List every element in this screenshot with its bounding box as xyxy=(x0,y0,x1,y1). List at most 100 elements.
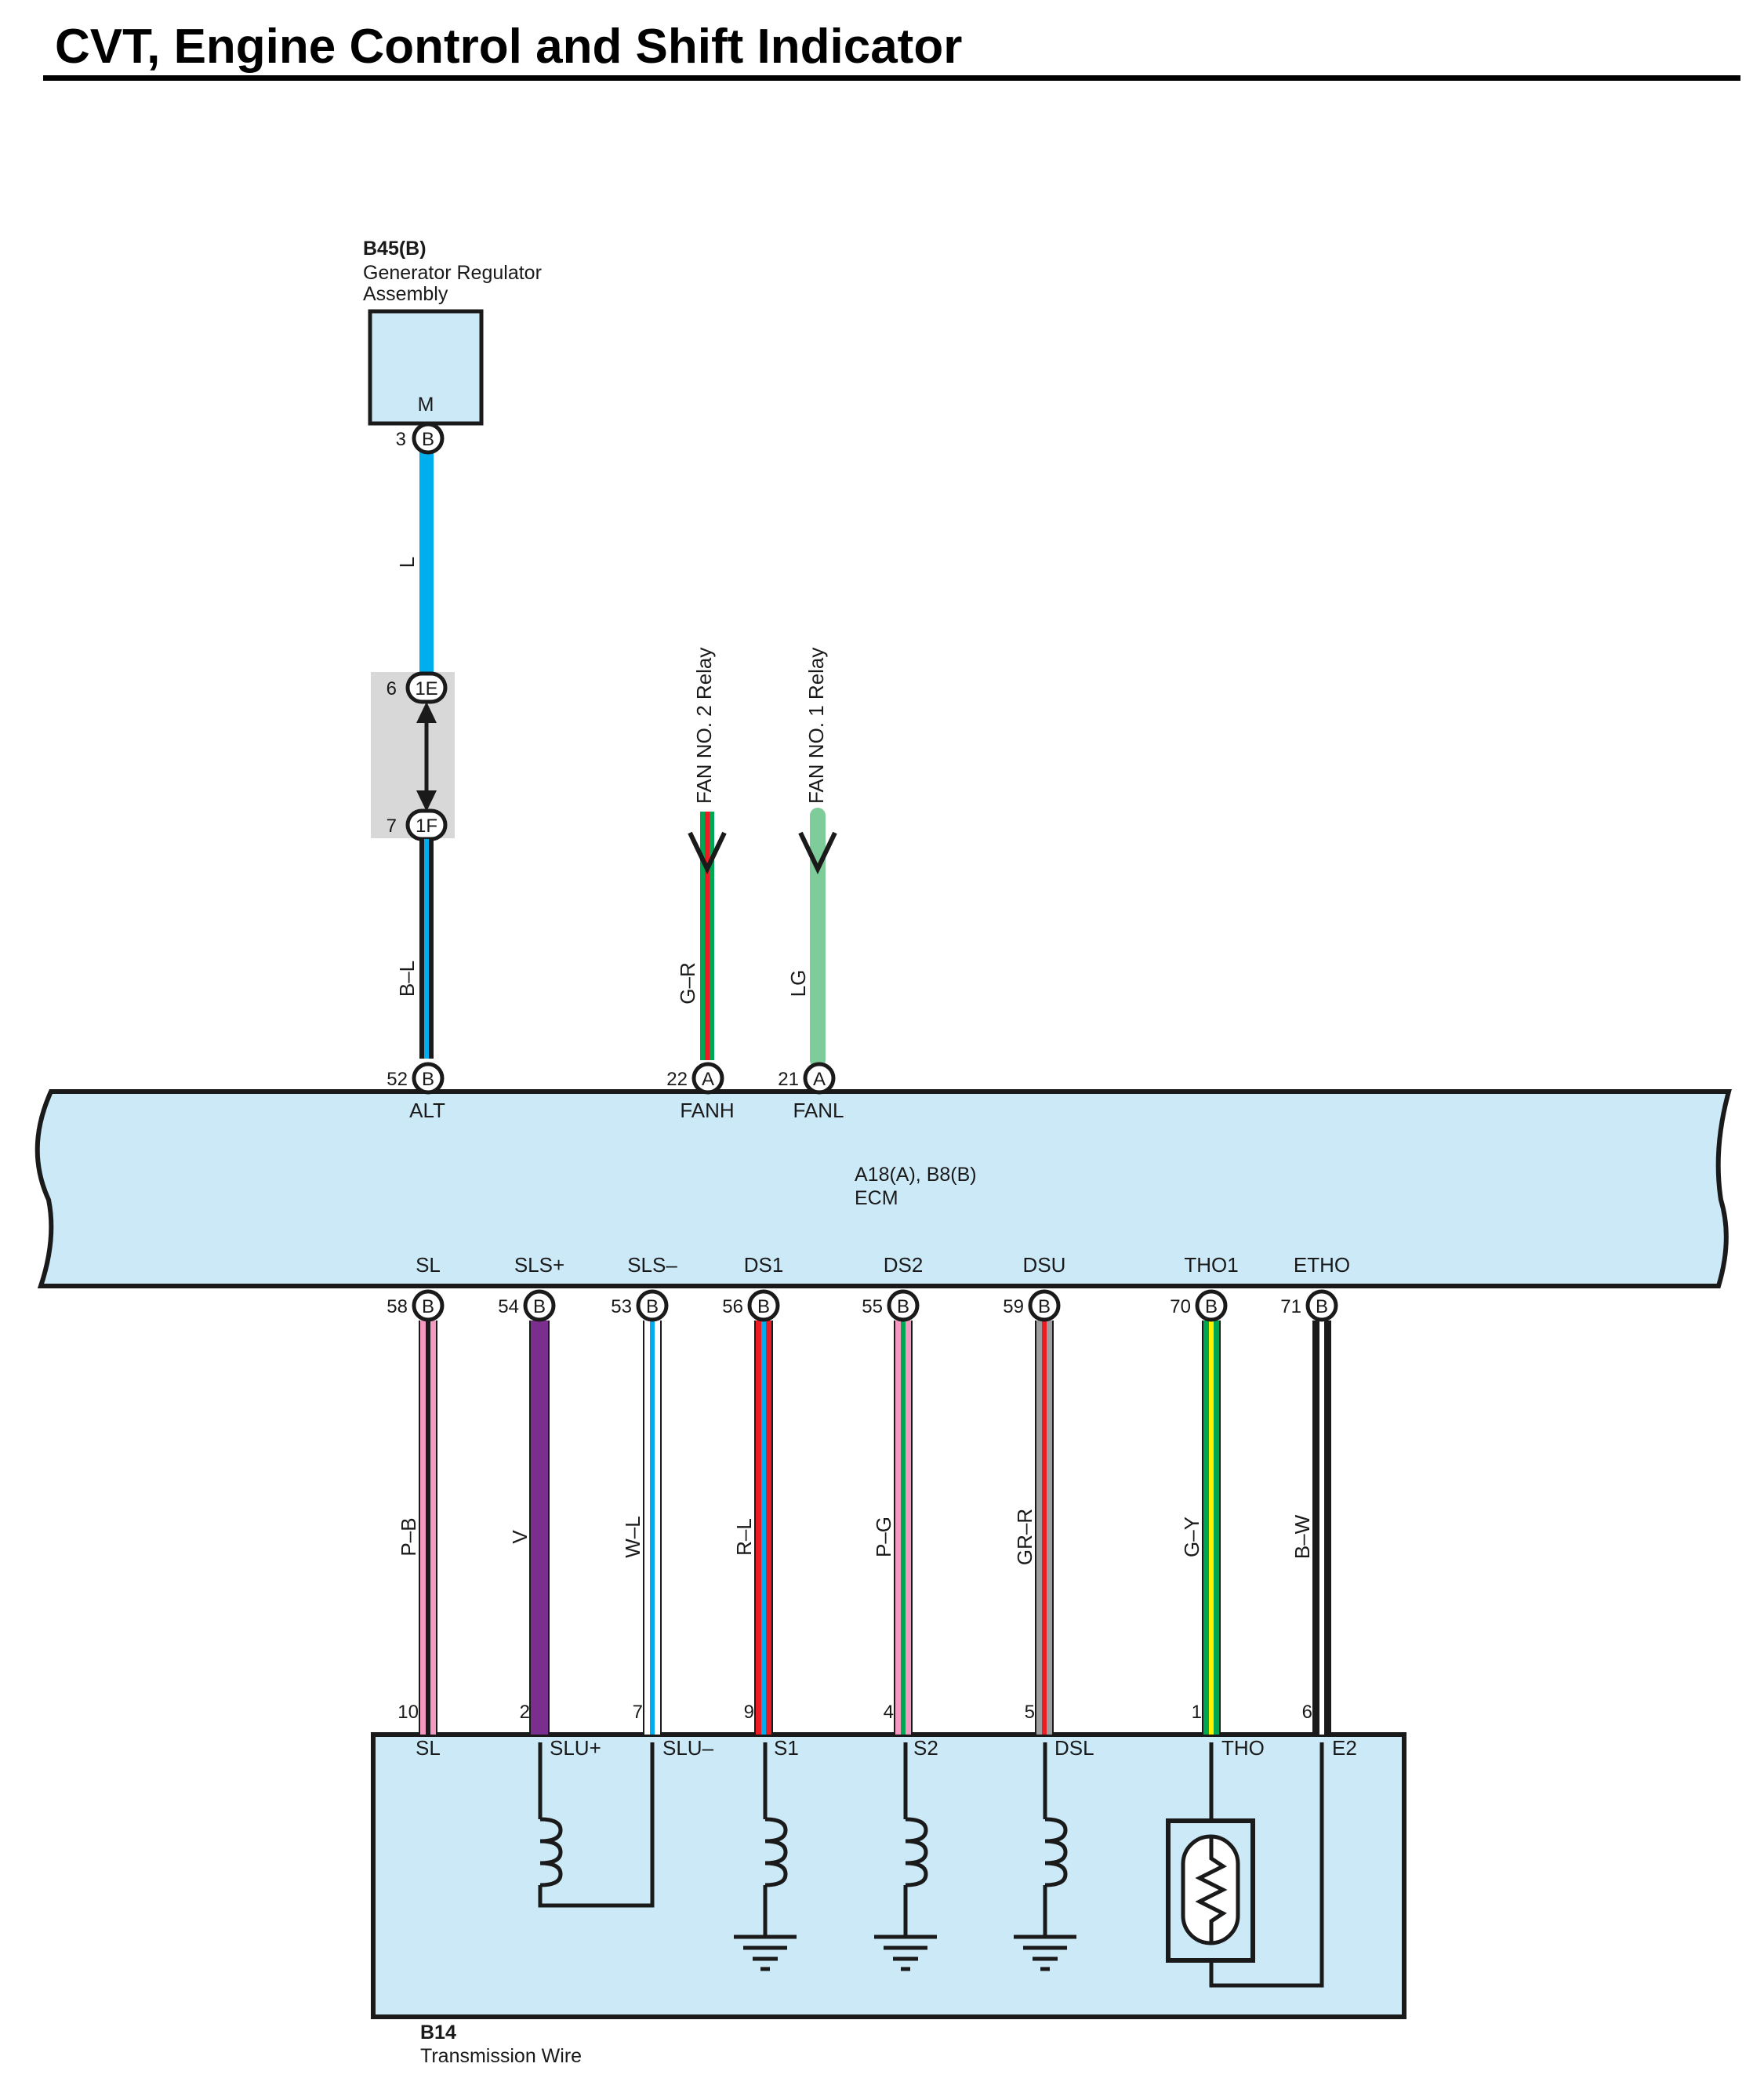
ecm-terminal: ETHO xyxy=(1294,1253,1350,1277)
ecm-pin xyxy=(747,1289,780,1322)
ecm-pin-alt: B 52 xyxy=(387,1062,445,1095)
transmission-pin-number: 6 xyxy=(1302,1702,1312,1723)
ecm-terminal: DS1 xyxy=(744,1253,784,1277)
ecm-terminal: THO1 xyxy=(1184,1253,1238,1277)
transmission-pin-number: 7 xyxy=(633,1702,643,1723)
pin-number: 59 xyxy=(1003,1296,1024,1317)
dsl-solenoid xyxy=(1014,1742,1076,1971)
transmission-terminal: SL xyxy=(416,1736,441,1760)
pin-number: 56 xyxy=(722,1296,743,1317)
pin-connector-letter: A xyxy=(702,1069,714,1090)
transmission-pin-number: 4 xyxy=(884,1702,894,1723)
ecm-pin xyxy=(523,1289,556,1322)
junction-arrow-down-icon xyxy=(416,790,437,812)
transmission-wire: B14 Transmission Wire xyxy=(371,1732,1406,2067)
ecm-terminal: DSU xyxy=(1023,1253,1066,1277)
coil-icon xyxy=(1044,1817,1068,1887)
s1-solenoid xyxy=(734,1742,797,1971)
pin-number: 52 xyxy=(387,1069,408,1090)
pin-connector-letter: B xyxy=(422,1069,434,1090)
ecm-terminal: SL xyxy=(416,1253,441,1277)
pin-connector-letter: B xyxy=(897,1296,909,1317)
pin-connector-letter: B xyxy=(646,1296,659,1317)
pin-connector-letter: B xyxy=(1038,1296,1051,1317)
title-rule xyxy=(43,75,1740,81)
transmission-pin-number: 1 xyxy=(1192,1702,1202,1723)
s2-solenoid xyxy=(874,1742,937,1971)
transmission-pin-number: 9 xyxy=(744,1702,754,1723)
wire-label-lg: LG xyxy=(786,970,810,997)
transmission-name: Transmission Wire xyxy=(420,2045,582,2067)
transmission-terminal: THO xyxy=(1221,1736,1265,1760)
page-title: CVT, Engine Control and Shift Indicator xyxy=(55,20,963,74)
ecm-bar xyxy=(34,1089,1732,1288)
pin-connector-letter: B xyxy=(757,1296,770,1317)
ecm-terminal: DS2 xyxy=(884,1253,924,1277)
relay-arrow-icon xyxy=(798,831,837,874)
junction-connector: 1E 6 1F 7 xyxy=(371,671,455,841)
wire-b-l: B–L xyxy=(395,839,434,1059)
ground-icon xyxy=(874,1935,937,1971)
ground-icon xyxy=(1014,1935,1076,1971)
ecm-terminal-fanh: FANH xyxy=(680,1099,734,1122)
coil-icon xyxy=(539,1817,563,1887)
wire-label: W–L xyxy=(621,1516,644,1557)
resistor-icon xyxy=(1195,1836,1228,1943)
ecm-terminal: SLS– xyxy=(627,1253,677,1277)
pin-number: 58 xyxy=(387,1296,408,1317)
wire-label: P–B xyxy=(397,1517,420,1556)
ecm-pin xyxy=(1305,1289,1338,1322)
ecm: A18(A), B8(B) ECM ALT FANH FANL xyxy=(34,1089,1732,1288)
wire-label: G–Y xyxy=(1180,1517,1203,1557)
pin-number: 54 xyxy=(498,1296,519,1317)
relay-name: FAN NO. 2 Relay xyxy=(692,648,716,804)
junction-bottom-connector: 1F xyxy=(416,816,437,837)
generator-name-line2: Assembly xyxy=(363,283,448,305)
slu-solenoid xyxy=(538,1742,655,1908)
junction-top-pin-number: 6 xyxy=(387,678,397,699)
generator-pin: B 3 xyxy=(396,422,445,455)
relay-arrow-icon xyxy=(688,831,727,874)
transmission-terminal: SLU– xyxy=(662,1736,714,1760)
transmission-pin-number: 5 xyxy=(1025,1702,1035,1723)
pin-connector-letter: B xyxy=(533,1296,546,1317)
junction-top-connector: 1E xyxy=(415,678,437,699)
transmission-terminal: E2 xyxy=(1332,1736,1357,1760)
pin-number: 3 xyxy=(396,429,406,450)
ecm-terminal-alt: ALT xyxy=(409,1099,445,1122)
pin-connector-letter: B xyxy=(1316,1296,1328,1317)
ecm-connector-ids: A18(A), B8(B) xyxy=(855,1164,977,1186)
ecm-terminal-fanl: FANL xyxy=(793,1099,844,1122)
transmission-pin-number: 2 xyxy=(520,1702,530,1723)
transmission-pin-number: 10 xyxy=(397,1702,419,1723)
generator-regulator: B45(B) Generator Regulator Assembly M xyxy=(363,238,542,426)
ecm-pin xyxy=(636,1289,669,1322)
ecm-pin xyxy=(887,1289,920,1322)
ecm-top-pins: B 52 A 22 A 21 xyxy=(387,1062,836,1095)
pin-number: 21 xyxy=(778,1069,799,1090)
ecm-pin-fanh: A 22 xyxy=(666,1062,724,1095)
transmission-connector-id: B14 xyxy=(420,2022,456,2043)
pin-connector-letter: B xyxy=(1205,1296,1218,1317)
wire-label: GR–R xyxy=(1013,1509,1036,1565)
junction-top-pin xyxy=(405,671,448,704)
pin-connector-letter: A xyxy=(813,1069,826,1090)
ecm-pin xyxy=(1028,1289,1061,1322)
relay-fan-no2: FAN NO. 2 Relay G–R xyxy=(676,648,727,1060)
relay-fan-no1: FAN NO. 1 Relay LG xyxy=(786,648,837,1068)
ecm-pin xyxy=(412,1289,445,1322)
wire-label: V xyxy=(508,1530,532,1544)
wire-label-b-l: B–L xyxy=(395,961,419,997)
ecm-pin-fanl: A 21 xyxy=(778,1062,836,1095)
pin-number: 53 xyxy=(611,1296,632,1317)
transmission-terminal: S1 xyxy=(774,1736,799,1760)
transmission-terminal: S2 xyxy=(913,1736,938,1760)
